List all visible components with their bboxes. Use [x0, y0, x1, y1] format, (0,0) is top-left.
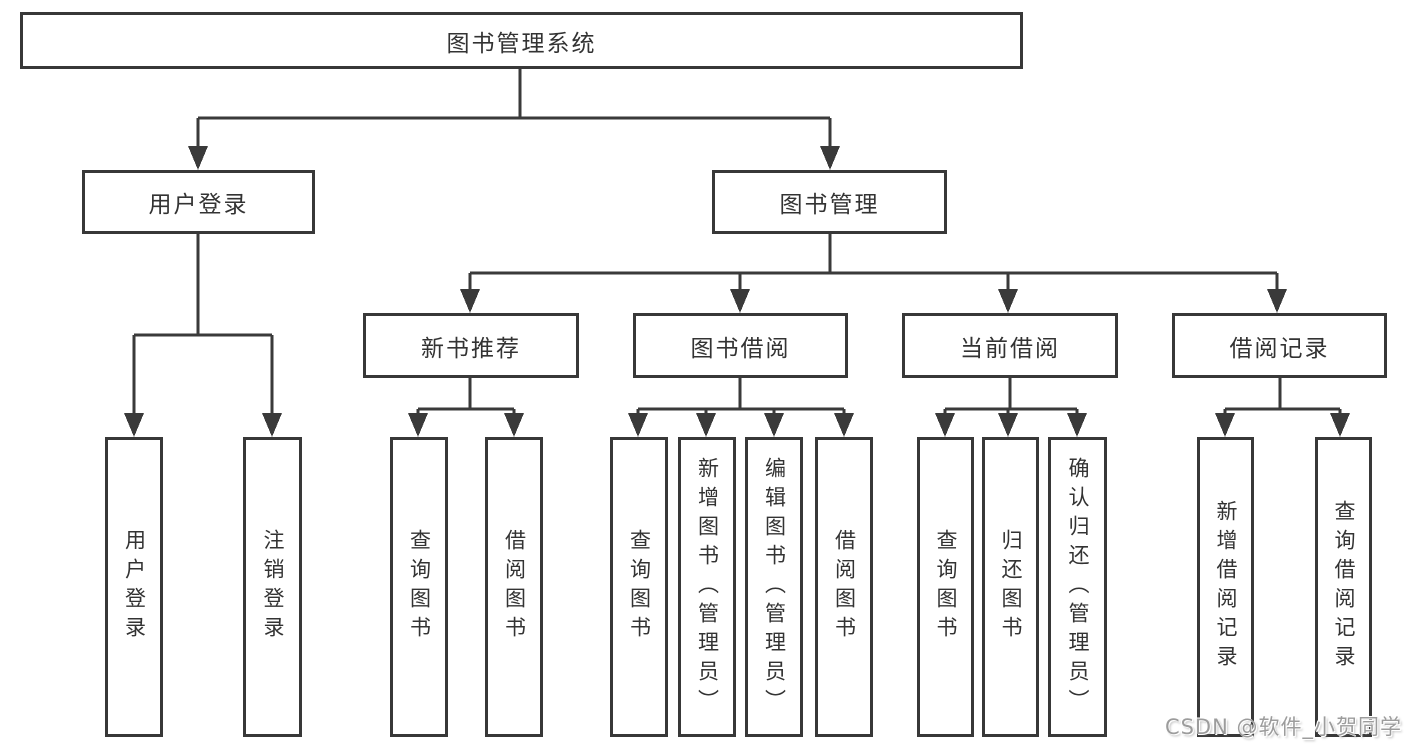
leaf-logout: 注销登录 [243, 437, 302, 737]
leaf-query-books-borrowing: 查询图书 [610, 437, 668, 737]
leaf-edit-book-admin: 编辑图书（管理员） [745, 437, 803, 737]
leaf-borrow-books-recommend: 借阅图书 [485, 437, 543, 737]
node-label: 查询借阅记录 [1332, 500, 1356, 674]
leaf-borrow-books-borrowing: 借阅图书 [815, 437, 873, 737]
node-label: 查询图书 [934, 529, 958, 645]
node-label: 图书管理 [779, 192, 880, 218]
connector-path [132, 66, 1342, 415]
node-label: 新增图书（管理员） [695, 456, 720, 718]
arrowhead [124, 413, 144, 437]
arrowhead [764, 413, 784, 437]
arrowhead [1215, 413, 1235, 437]
node-label: 当前借阅 [960, 335, 1060, 362]
leaf-add-book-admin: 新增图书（管理员） [678, 437, 736, 737]
leaf-return-book: 归还图书 [982, 437, 1039, 737]
node-label: 借阅图书 [832, 529, 857, 645]
node-label: 借阅图书 [502, 529, 527, 645]
leaf-user-login: 用户登录 [105, 437, 163, 737]
node-current-borrowing: 当前借阅 [902, 313, 1118, 378]
node-borrowing-records: 借阅记录 [1172, 313, 1387, 378]
csdn-watermark: CSDN @软件_小贺同学 [1164, 715, 1402, 739]
leaf-query-borrow-record: 查询借阅记录 [1315, 437, 1372, 737]
arrowhead [696, 413, 716, 437]
arrowhead [188, 146, 208, 170]
node-label: 编辑图书（管理员） [762, 456, 787, 718]
node-label: 新增借阅记录 [1214, 500, 1238, 674]
node-label: 查询图书 [407, 529, 432, 645]
node-new-book-recommendation: 新书推荐 [363, 313, 579, 378]
node-book-management: 图书管理 [712, 170, 947, 234]
arrowhead [998, 289, 1018, 313]
arrowhead [408, 413, 428, 437]
arrowhead [262, 413, 282, 437]
arrowheads [124, 146, 1350, 437]
node-label: 查询图书 [627, 529, 652, 645]
node-user-login: 用户登录 [82, 170, 315, 234]
arrowhead [1267, 289, 1287, 313]
arrowhead [820, 146, 840, 170]
arrowhead [1067, 413, 1087, 437]
node-label: 图书借阅 [690, 335, 791, 362]
leaf-query-books-recommend: 查询图书 [390, 437, 448, 737]
node-label: 借阅记录 [1229, 335, 1330, 362]
arrowhead [834, 413, 854, 437]
node-book-borrowing: 图书借阅 [633, 313, 848, 378]
arrowhead [460, 289, 480, 313]
node-label: 归还图书 [999, 529, 1023, 645]
node-label: 用户登录 [148, 192, 249, 218]
arrowhead [1330, 413, 1350, 437]
node-library-management-system: 图书管理系统 [20, 12, 1023, 69]
node-label: 新书推荐 [421, 335, 521, 362]
arrowhead [998, 413, 1018, 437]
leaf-confirm-return-admin: 确认归还（管理员） [1048, 437, 1107, 737]
arrowhead [730, 289, 750, 313]
node-label: 确认归还（管理员） [1066, 456, 1090, 718]
arrowhead [504, 413, 524, 437]
arrowhead [628, 413, 648, 437]
leaf-add-borrow-record: 新增借阅记录 [1197, 437, 1254, 737]
node-label: 图书管理系统 [446, 30, 597, 57]
node-label: 注销登录 [261, 529, 285, 645]
leaf-query-books-current: 查询图书 [917, 437, 974, 737]
arrowhead [935, 413, 955, 437]
node-label: 用户登录 [122, 529, 147, 645]
